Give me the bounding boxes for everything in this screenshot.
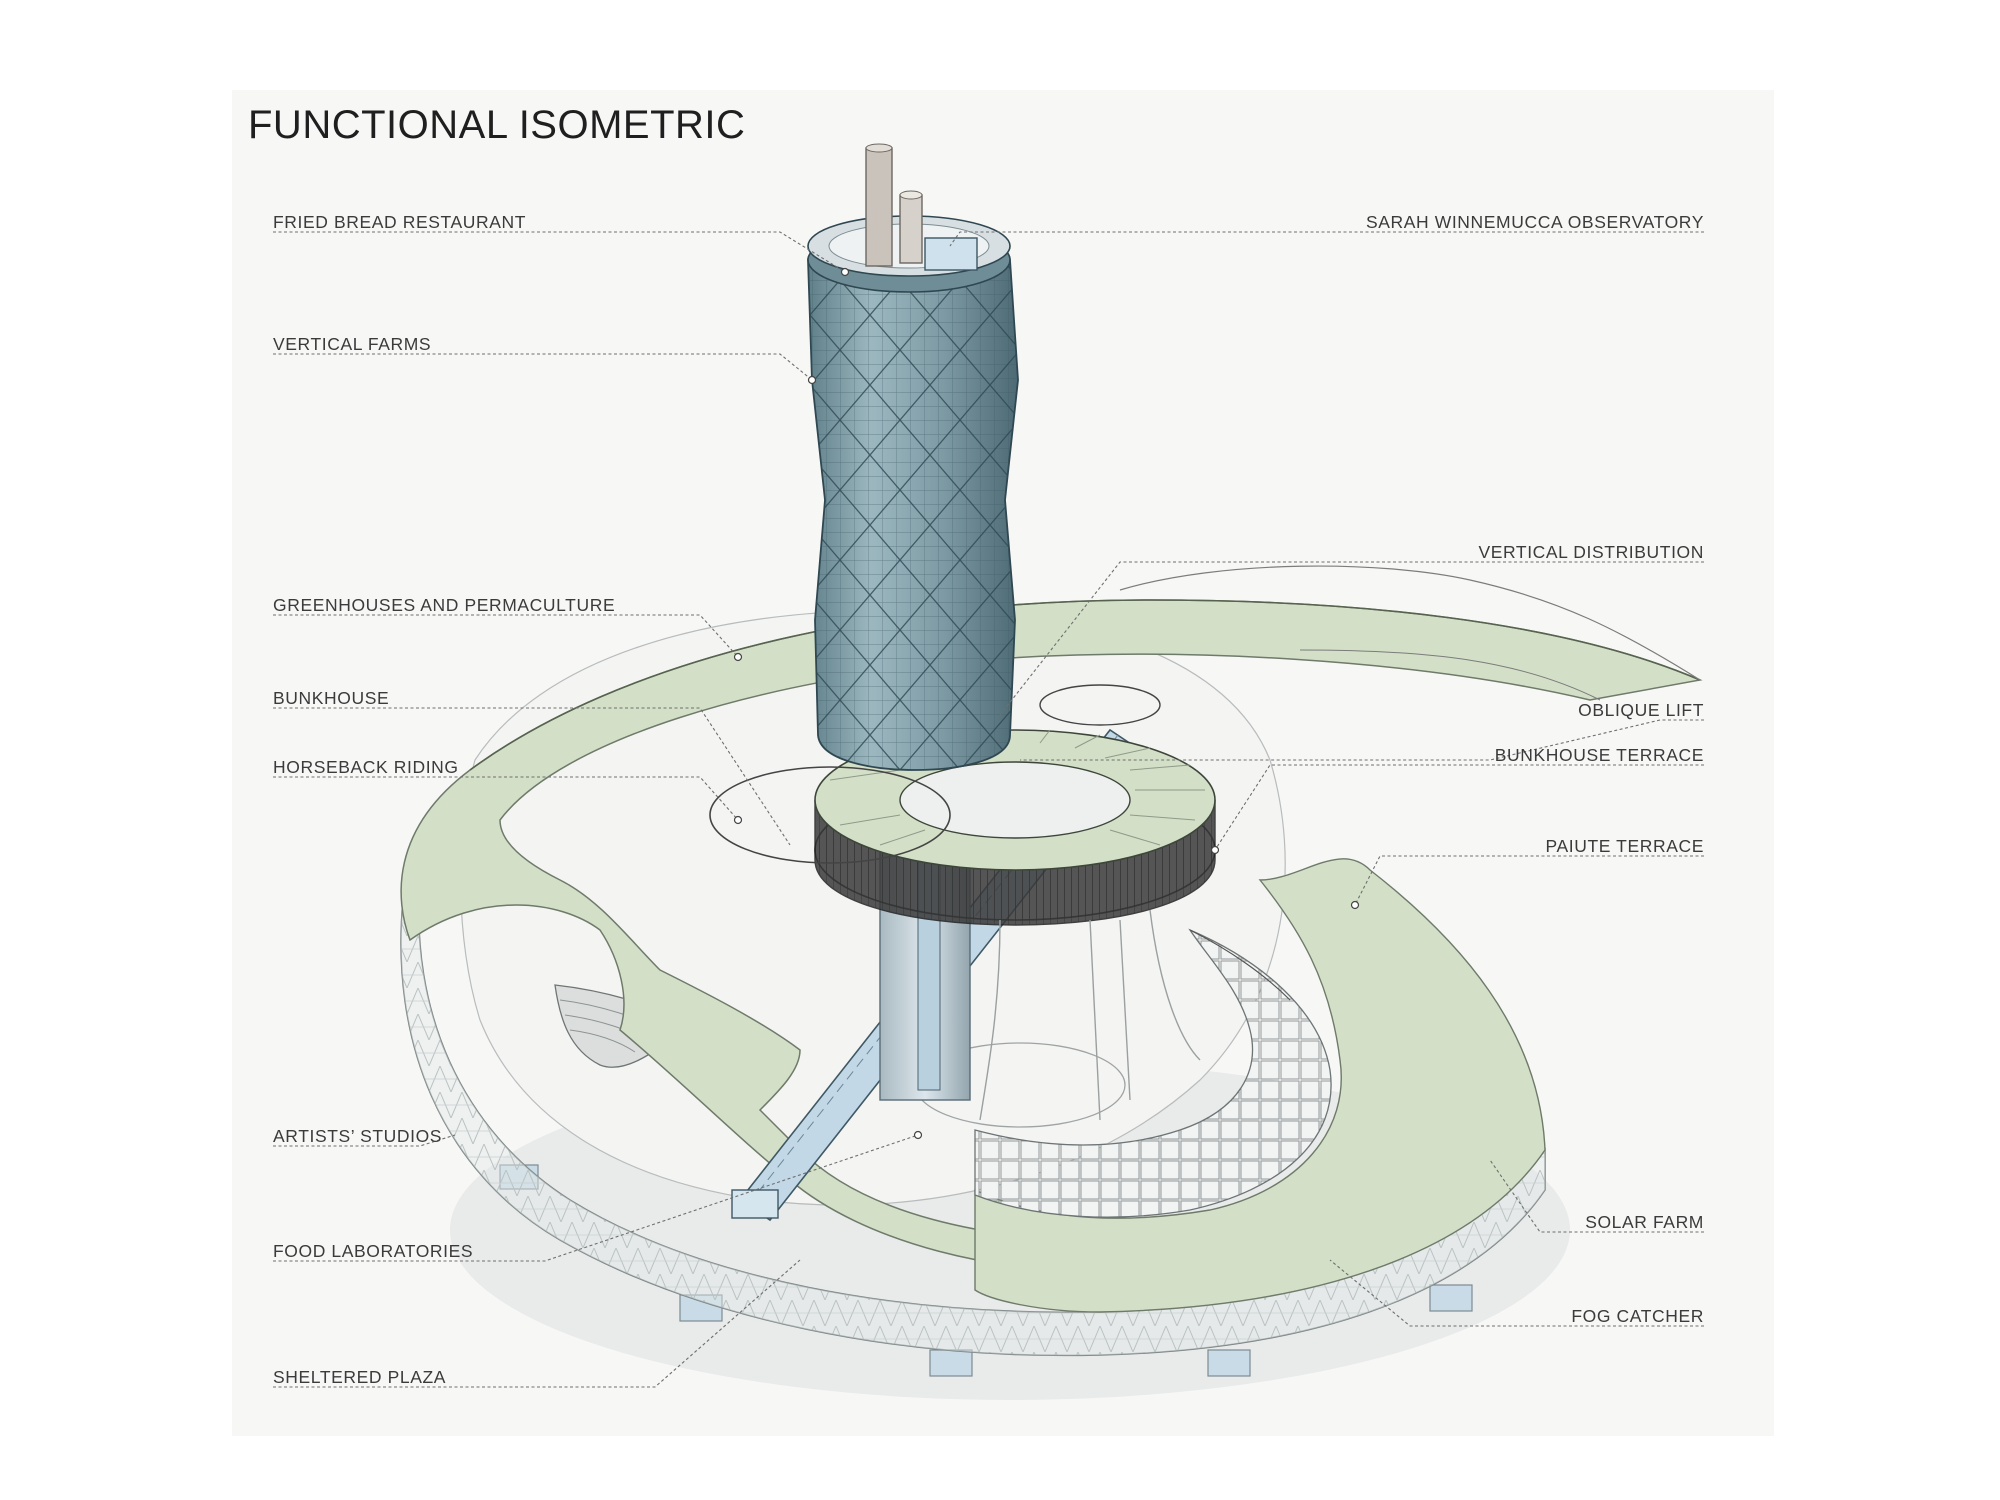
label-solar-farm: SOLAR FARM xyxy=(1585,1212,1704,1232)
horseback-riding-ring xyxy=(709,766,951,864)
label-oblique-lift: OBLIQUE LIFT xyxy=(1578,700,1704,720)
label-food-laboratories: FOOD LABORATORIES xyxy=(273,1241,474,1261)
leader-lines xyxy=(273,231,1704,1388)
chimney-tall xyxy=(865,147,893,267)
label-paiute-terrace: PAIUTE TERRACE xyxy=(1545,836,1704,856)
label-bunkhouse: BUNKHOUSE xyxy=(273,688,390,708)
sarah-winnemucca-observatory xyxy=(924,237,978,271)
label-sheltered-plaza: SHELTERED PLAZA xyxy=(273,1367,447,1387)
solar-farm-inner-edge xyxy=(1189,929,1291,1001)
label-vertical-farms: VERTICAL FARMS xyxy=(273,334,432,354)
paiute-terrace xyxy=(974,858,1546,1313)
chimney-short xyxy=(899,194,923,264)
fog-catcher-curve xyxy=(1119,565,1701,681)
lift-cabin xyxy=(731,1189,779,1219)
label-fried-bread-restaurant: FRIED BREAD RESTAURANT xyxy=(273,212,527,232)
observatory-ring-small xyxy=(1039,684,1161,726)
label-vertical-distribution: VERTICAL DISTRIBUTION xyxy=(1478,542,1704,562)
bunkhouse-ring-void xyxy=(899,761,1131,839)
page-title: FUNCTIONAL ISOMETRIC xyxy=(248,103,746,147)
label-sarah-winnemucca-observatory: SARAH WINNEMUCCA OBSERVATORY xyxy=(1365,212,1704,232)
label-greenhouses-and-permaculture: GREENHOUSES AND PERMACULTURE xyxy=(273,595,616,615)
label-fog-catcher: FOG CATCHER xyxy=(1571,1306,1704,1326)
outer-ring-wall xyxy=(400,877,1546,1357)
label-artists-studios: ARTISTS’ STUDIOS xyxy=(273,1126,443,1146)
label-horseback-riding: HORSEBACK RIDING xyxy=(273,757,459,777)
leader-dots xyxy=(733,267,1360,1140)
label-bunkhouse-terrace: BUNKHOUSE TERRACE xyxy=(1494,745,1704,765)
solar-farm xyxy=(974,928,1332,1218)
plaza-columns xyxy=(979,909,1201,1121)
green-ring-upper-edge xyxy=(469,599,1701,771)
